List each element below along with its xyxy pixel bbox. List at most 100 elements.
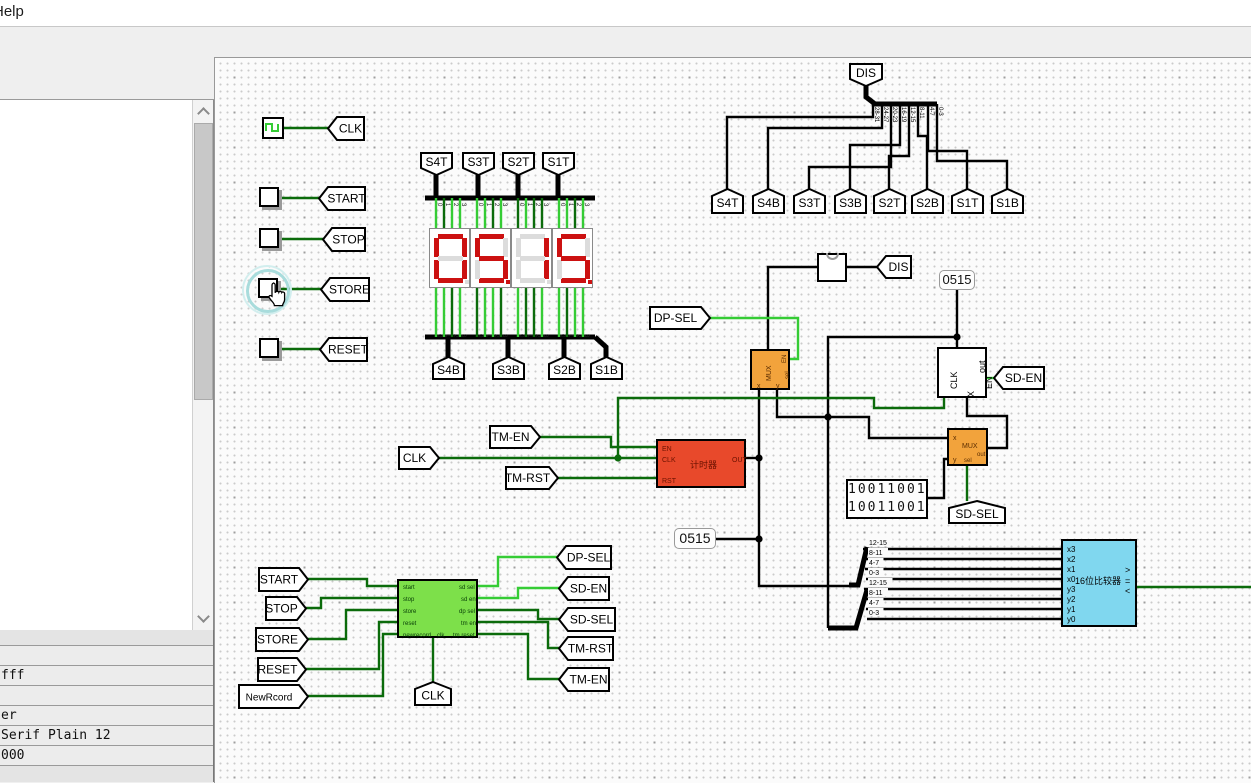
pin-index-label: 2 <box>534 334 540 338</box>
wire[interactable] <box>928 457 947 500</box>
attribute-row[interactable]: Serif Plain 12 <box>0 726 213 746</box>
tunnel-reset[interactable]: RESET <box>318 337 369 362</box>
wire[interactable] <box>306 620 397 671</box>
tunnel-s1b[interactable]: S1B <box>590 355 623 380</box>
tunnel-start[interactable]: START <box>258 567 310 592</box>
wire[interactable] <box>828 415 947 440</box>
tunnel-dis[interactable]: DIS <box>849 63 883 88</box>
wire[interactable] <box>478 632 559 681</box>
wire[interactable] <box>926 104 969 189</box>
tunnel-s1t[interactable]: S1T <box>951 187 984 214</box>
vertical-scrollbar[interactable] <box>192 100 213 630</box>
start-button[interactable] <box>259 187 279 207</box>
tunnel-clk[interactable]: CLK <box>326 116 365 141</box>
wire[interactable] <box>478 555 557 588</box>
wire[interactable] <box>887 104 911 189</box>
wire[interactable] <box>775 390 828 419</box>
attribute-row[interactable]: 000 <box>0 746 213 766</box>
tunnel-stop[interactable]: STOP <box>265 596 308 621</box>
tunnel-s3b[interactable]: S3B <box>492 355 525 380</box>
tunnel-s1t[interactable]: S1T <box>542 152 575 177</box>
constant-value[interactable]: 10011001 10011001 <box>846 479 928 519</box>
constant-value[interactable]: 0515 <box>674 528 716 549</box>
wire[interactable] <box>710 316 800 361</box>
wire[interactable] <box>766 104 884 189</box>
attribute-row[interactable]: er <box>0 706 213 726</box>
tunnel-s4t[interactable]: S4T <box>420 152 453 177</box>
wire[interactable] <box>766 265 817 349</box>
wire-junction <box>614 454 622 462</box>
tunnel-s4b[interactable]: S4B <box>752 187 785 214</box>
tunnel-s2b[interactable]: S2B <box>911 187 944 214</box>
tunnel-s4t[interactable]: S4T <box>711 187 744 214</box>
circuit-canvas[interactable]: CLK START STOP STORE RESET S4T S3T S2T S1T S4B S3B… <box>214 57 1251 783</box>
wire[interactable] <box>478 608 559 621</box>
scroll-up-button[interactable] <box>193 100 213 122</box>
tunnel-clk[interactable]: CLK <box>398 446 441 470</box>
tunnel-stop[interactable]: STOP <box>321 227 366 252</box>
tunnel-s4b[interactable]: S4B <box>432 355 465 380</box>
tunnel-tm-en[interactable]: TM-EN <box>489 425 542 449</box>
wire[interactable] <box>540 435 656 449</box>
tunnel-dis[interactable]: DIS <box>875 255 912 279</box>
tunnel-tm-rst[interactable]: TM-RST <box>557 636 614 661</box>
tunnel-clk[interactable]: CLK <box>414 680 452 706</box>
tunnel-tm-en[interactable]: TM-EN <box>557 667 610 692</box>
attribute-row[interactable] <box>0 686 213 706</box>
attribute-row[interactable] <box>0 646 213 666</box>
wire[interactable] <box>863 86 937 107</box>
wire[interactable] <box>308 577 397 588</box>
wire[interactable] <box>616 396 946 458</box>
scrollbar-thumb[interactable] <box>194 123 213 400</box>
attribute-row[interactable]: fff <box>0 666 213 686</box>
stop-button[interactable] <box>259 228 279 248</box>
tunnel-sd-en[interactable]: SD-EN <box>992 366 1045 390</box>
reset-button[interactable] <box>259 338 279 358</box>
combiner-box[interactable] <box>817 253 847 282</box>
tunnel-newrcord[interactable]: NewRcord <box>238 684 310 709</box>
clock-component[interactable] <box>262 117 284 139</box>
wire[interactable] <box>306 596 397 610</box>
wire[interactable] <box>916 104 929 189</box>
wire[interactable] <box>757 390 849 588</box>
tunnel-sd-en[interactable]: SD-EN <box>557 576 610 601</box>
tunnel-store[interactable]: STORE <box>319 277 370 302</box>
wire[interactable] <box>848 104 902 189</box>
tunnel-s3b[interactable]: S3B <box>834 187 867 214</box>
wire[interactable] <box>826 335 957 628</box>
tunnel-s1b[interactable]: S1B <box>991 187 1024 214</box>
tunnel-s3t[interactable]: S3T <box>793 187 826 214</box>
wire[interactable] <box>308 608 397 641</box>
tunnel-s3t[interactable]: S3T <box>462 152 495 177</box>
wire[interactable] <box>828 589 870 631</box>
wire[interactable] <box>478 620 559 650</box>
tunnel-start[interactable]: START <box>317 186 366 211</box>
wire[interactable] <box>935 104 1009 189</box>
tunnel-reset[interactable]: RESET <box>257 657 308 682</box>
tunnel-sd-sel[interactable]: SD-SEL <box>557 607 616 632</box>
tunnel-s2t[interactable]: S2T <box>502 152 535 177</box>
tunnel-sd-sel[interactable]: SD-SEL <box>948 499 1006 524</box>
tunnel-tm-rst[interactable]: TM-RST <box>505 466 560 490</box>
scroll-down-button[interactable] <box>193 608 213 630</box>
tunnel-s2b[interactable]: S2B <box>548 355 581 380</box>
tunnel-s2t[interactable]: S2T <box>873 187 906 214</box>
wire[interactable] <box>849 546 870 588</box>
wire[interactable] <box>593 335 609 357</box>
wire[interactable] <box>308 632 397 698</box>
tunnel-store[interactable]: STORE <box>255 627 310 652</box>
tunnel-dp-sel[interactable]: DP-SEL <box>649 306 712 330</box>
wire[interactable] <box>965 398 1009 450</box>
menu-help[interactable]: Help <box>0 3 24 20</box>
wire[interactable] <box>478 586 559 600</box>
constant-value[interactable]: 0515 <box>939 270 975 290</box>
wire[interactable] <box>725 104 875 189</box>
explorer-pane[interactable] <box>0 100 214 630</box>
tunnel-dp-sel[interactable]: DP-SEL <box>555 545 612 570</box>
